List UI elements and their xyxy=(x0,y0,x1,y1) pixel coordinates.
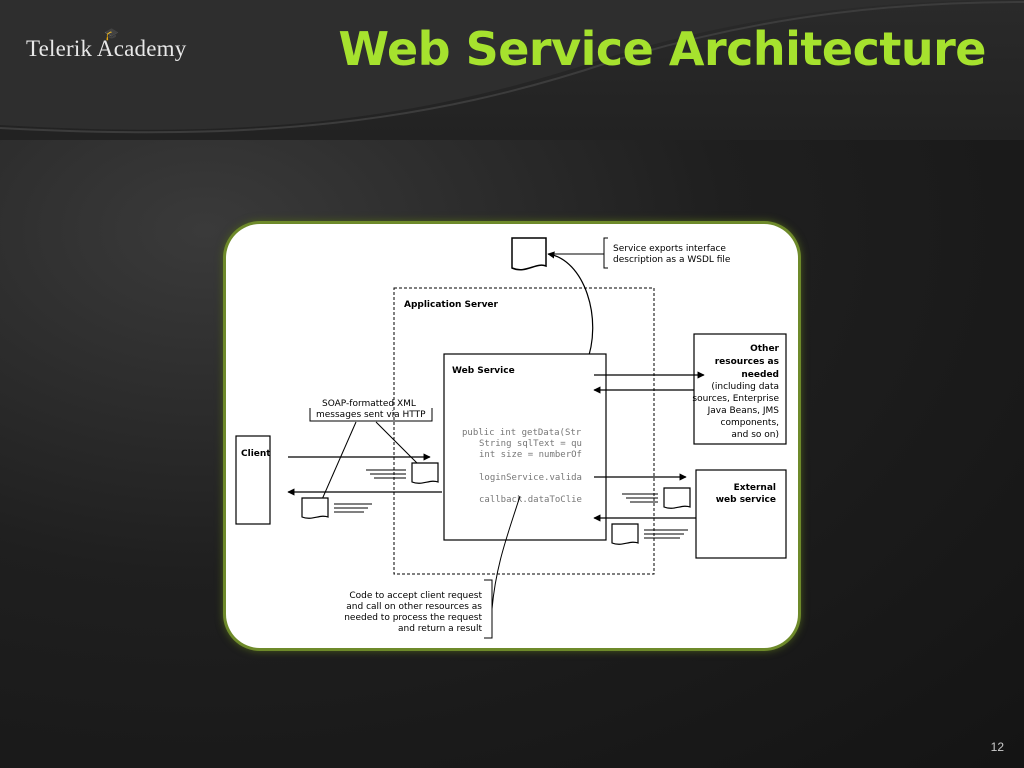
web-service-box xyxy=(443,353,607,541)
external-request-message-icon xyxy=(622,487,691,509)
other-resources-line-8: and so on) xyxy=(731,430,779,440)
wsdl-document-icon xyxy=(511,237,547,271)
graduation-cap-icon: 🎓 xyxy=(104,27,120,41)
external-service-line-2: web service xyxy=(716,495,776,505)
telerik-academy-logo: Telerik Academy 🎓 xyxy=(26,27,187,62)
soap-pointer-1 xyxy=(319,421,357,505)
architecture-diagram: Service exports interface description as… xyxy=(235,237,787,639)
wsdl-note: Service exports interface description as… xyxy=(603,237,731,269)
code-note: Code to accept client request and call o… xyxy=(344,579,493,639)
code-line-2: String sqlText = qu xyxy=(479,439,582,449)
code-line-1: public int getData(Str xyxy=(462,428,582,438)
code-note-line-1: Code to accept client request xyxy=(349,591,482,601)
soap-note: SOAP-formatted XML messages sent via HTT… xyxy=(309,399,433,422)
wsdl-export-arrow xyxy=(547,251,594,365)
diagram-frame: Service exports interface description as… xyxy=(226,224,798,648)
application-server-label: Application Server xyxy=(404,300,499,310)
soap-response-message-icon xyxy=(301,497,372,519)
other-resources-line-2: resources as xyxy=(715,357,779,367)
application-server-box xyxy=(393,287,655,575)
other-resources-line-3: needed xyxy=(741,370,779,380)
client-box xyxy=(235,435,271,525)
other-resources-line-6: Java Beans, JMS xyxy=(707,406,780,416)
page-number: 12 xyxy=(990,740,1004,754)
logo-text: Telerik Academy xyxy=(26,36,187,61)
soap-pointer-2 xyxy=(375,421,423,469)
wsdl-note-line-1: Service exports interface xyxy=(613,244,726,254)
soap-note-line-2: messages sent via HTTP xyxy=(316,410,426,420)
wsdl-note-line-2: description as a WSDL file xyxy=(613,255,731,265)
code-note-line-4: and return a result xyxy=(398,624,482,634)
other-resources-box xyxy=(693,333,787,445)
other-resources-label: Other resources as needed (including dat… xyxy=(692,344,779,440)
other-resources-line-4: (including data xyxy=(711,382,779,392)
soap-note-line-1: SOAP-formatted XML xyxy=(322,399,416,409)
client-label: Client xyxy=(241,449,271,459)
soap-request-message-icon xyxy=(366,462,439,484)
other-resources-line-7: components, xyxy=(721,418,779,428)
web-service-label: Web Service xyxy=(452,366,515,376)
code-line-5: callback.dataToClie xyxy=(479,495,582,505)
code-note-line-3: needed to process the request xyxy=(344,613,482,623)
other-resources-line-1: Other xyxy=(750,344,779,354)
external-service-line-1: External xyxy=(734,483,776,493)
external-web-service-box xyxy=(695,469,787,559)
code-line-3: int size = numberOf xyxy=(479,450,582,460)
external-response-message-icon xyxy=(611,523,688,545)
external-web-service-label: External web service xyxy=(716,483,776,505)
header-swoosh xyxy=(0,0,1024,134)
slide-title: Web Service Architecture xyxy=(338,22,986,76)
code-note-line-2: and call on other resources as xyxy=(346,602,482,612)
code-note-pointer xyxy=(491,495,521,610)
other-resources-line-5: sources, Enterprise xyxy=(692,394,779,404)
code-line-4: loginService.valida xyxy=(479,473,582,483)
